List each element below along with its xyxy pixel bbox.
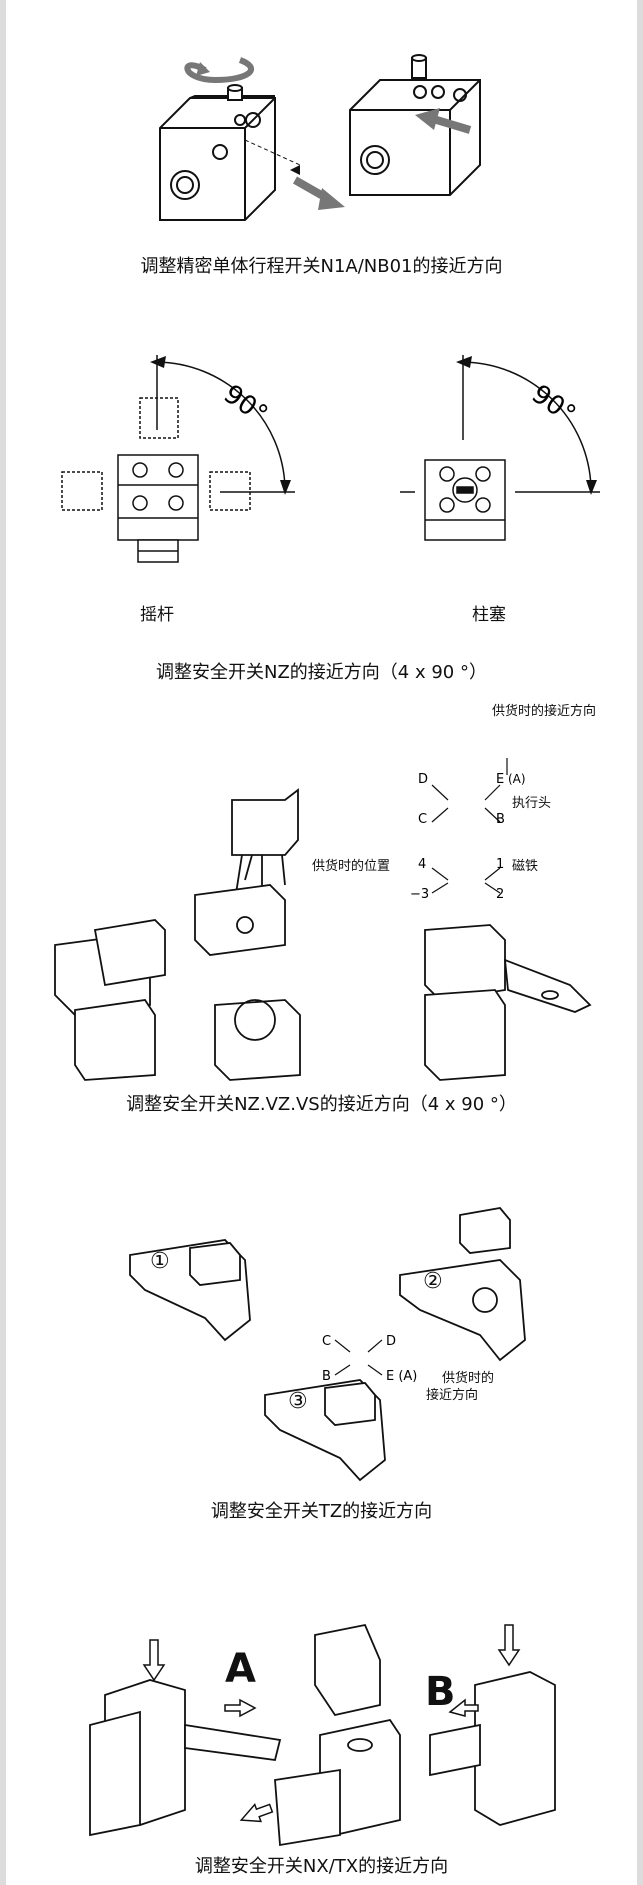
dir-4: 4	[418, 857, 426, 872]
angle-label-right: 90°	[526, 379, 581, 430]
dir-C: C	[418, 812, 427, 827]
label-magnet: 磁铁	[512, 859, 539, 874]
dir-1: 1	[496, 857, 504, 872]
section5-caption: 调整安全开关NX/TX的接近方向	[194, 1856, 449, 1877]
label-rocker: 摇杆	[140, 605, 174, 625]
label-a: A	[225, 1646, 256, 1692]
dir-D: D	[418, 772, 428, 787]
label-delivery-direction: 供货时的接近方向	[492, 704, 597, 719]
tz-dir-E: E (A)	[386, 1369, 417, 1384]
tz-dir-B: B	[322, 1369, 331, 1384]
nz-switch-diagram: 90° 90°	[61, 355, 600, 563]
dir-A: (A)	[508, 772, 526, 786]
label-plunger: 柱塞	[472, 605, 506, 625]
dir-E: E	[496, 772, 504, 787]
nx-tx-illustration: A B	[89, 1623, 556, 1847]
label-delivery-position: 供货时的位置	[312, 859, 391, 874]
tz-delivery-line1: 供货时的	[442, 1371, 495, 1386]
tz-switch-illustration: ① ② ③ C D B E (A)	[129, 1207, 526, 1482]
section3-caption: 调整安全开关NZ.VZ.VS的接近方向（4 x 90 °）	[126, 1094, 517, 1115]
section2-caption: 调整安全开关NZ的接近方向（4 x 90 °）	[156, 662, 487, 683]
marker-1: ①	[150, 1249, 170, 1274]
tz-dir-D: D	[386, 1334, 396, 1349]
tz-dir-C: C	[322, 1334, 331, 1349]
dir-neg3: −3	[410, 887, 429, 902]
section1-caption: 调整精密单体行程开关N1A/NB01的接近方向	[140, 256, 503, 277]
label-b: B	[425, 1669, 456, 1715]
nz-vz-vs-illustration: D E (A) C B 4 1 −3 2	[54, 758, 592, 1081]
n1a-switch-illustration	[159, 54, 481, 221]
label-actuator-head: 执行头	[512, 796, 552, 811]
marker-3: ③	[288, 1389, 308, 1414]
marker-2: ②	[423, 1269, 443, 1294]
dir-2: 2	[496, 887, 504, 902]
tz-delivery-line2: 接近方向	[426, 1388, 479, 1403]
section4-caption: 调整安全开关TZ的接近方向	[210, 1501, 433, 1522]
dir-B: B	[496, 812, 505, 827]
